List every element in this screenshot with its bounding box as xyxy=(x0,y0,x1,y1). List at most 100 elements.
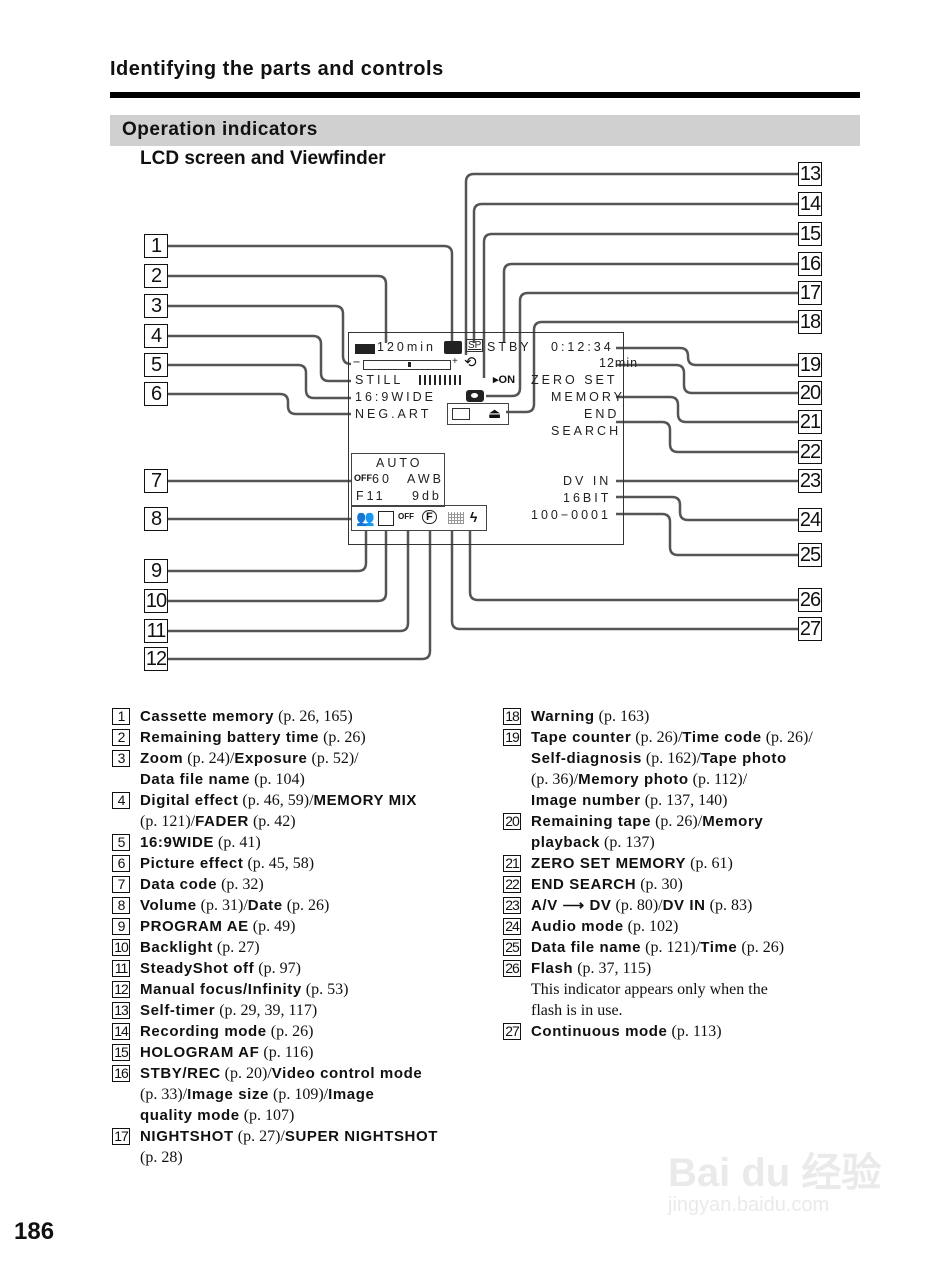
legend-term: Data file name xyxy=(140,771,251,788)
tape-warning-icon xyxy=(452,408,470,420)
callout-6: 6 xyxy=(144,382,168,406)
zero-set: ZERO SET xyxy=(531,373,618,387)
legend-term: Recording mode xyxy=(140,1023,267,1040)
leader-18 xyxy=(506,320,798,414)
legend-term: Exposure xyxy=(234,750,308,767)
legend-page-ref: (p. 163) xyxy=(594,708,650,725)
warning-box: ⏏ xyxy=(447,403,509,425)
legend-term: A/V ⟶ DV xyxy=(531,897,612,914)
legend-page-ref: (p. 37, 115) xyxy=(573,960,652,977)
legend-page-ref: (p. 26, 165) xyxy=(274,708,353,725)
callout-2: 2 xyxy=(144,264,168,288)
flash-icon: ϟ xyxy=(470,509,478,525)
callout-26: 26 xyxy=(798,588,822,612)
callout-17: 17 xyxy=(798,281,822,305)
legend-number-box: 12 xyxy=(112,981,130,998)
legend-page-ref: (p. 116) xyxy=(259,1044,314,1061)
legend-term: playback xyxy=(531,834,601,851)
data-code-auto: AUTO xyxy=(376,456,423,470)
legend-page-ref: (p. 26)/ xyxy=(651,813,703,830)
battery-time: 120min xyxy=(377,340,436,354)
cassette-memory-icon xyxy=(444,341,462,354)
leader-10 xyxy=(168,530,388,603)
legend-number-box: 27 xyxy=(503,1023,521,1040)
legend-term: Zoom xyxy=(140,750,184,767)
leader-26 xyxy=(468,530,798,602)
legend-page-ref: (p. 33)/ xyxy=(140,1086,188,1103)
leader-25 xyxy=(616,512,798,557)
callout-10: 10 xyxy=(144,589,168,613)
legend-number-box: 25 xyxy=(503,939,521,956)
callout-4: 4 xyxy=(144,324,168,348)
subsubsection-title: LCD screen and Viewfinder xyxy=(140,148,386,169)
legend-page-ref: (p. 53) xyxy=(301,981,349,998)
legend-term: MEMORY MIX xyxy=(313,792,418,809)
legend-number-box: 1 xyxy=(112,708,130,725)
legend-page-ref: (p. 20)/ xyxy=(220,1065,272,1082)
legend-number-box: 3 xyxy=(112,750,130,767)
leader-13 xyxy=(464,172,798,355)
leader-9 xyxy=(168,530,368,573)
leader-11 xyxy=(168,530,410,633)
legend-number-box: 26 xyxy=(503,960,521,977)
legend-term: Image size xyxy=(187,1086,269,1103)
legend-term: ZERO SET MEMORY xyxy=(531,855,687,872)
callout-5: 5 xyxy=(144,353,168,377)
continuous-mode-icon xyxy=(448,512,464,524)
legend-term: Remaining battery time xyxy=(140,729,320,746)
callout-18: 18 xyxy=(798,310,822,334)
leader-17 xyxy=(486,291,798,398)
legend-number-box: 6 xyxy=(112,855,130,872)
legend-term: Memory xyxy=(702,813,764,830)
recording-mode: SP xyxy=(466,339,484,352)
tape-counter: 0:12:34 xyxy=(551,340,614,354)
legend-page-ref: (p. 24)/ xyxy=(183,750,235,767)
legend-term: Image xyxy=(328,1086,375,1103)
leader-5 xyxy=(168,363,351,400)
legend-term: quality mode xyxy=(140,1107,240,1124)
legend-term: Remaining tape xyxy=(531,813,652,830)
callout-1: 1 xyxy=(144,234,168,258)
page-number: 186 xyxy=(14,1218,55,1245)
data-code-gain: 9db xyxy=(412,489,442,503)
legend-page-ref: (p. 113) xyxy=(667,1023,722,1040)
zoom-bar xyxy=(363,360,451,370)
watermark-url: jingyan.baidu.com xyxy=(668,1194,830,1216)
legend-number-box: 5 xyxy=(112,834,130,851)
legend-page-ref: (p. 31)/ xyxy=(196,897,248,914)
legend-term: Picture effect xyxy=(140,855,244,872)
legend-term: PROGRAM AE xyxy=(140,918,249,935)
legend-page-ref: (p. 45, 58) xyxy=(243,855,315,872)
legend-page-ref: (p. 162)/ xyxy=(641,750,702,767)
legend-number-box: 17 xyxy=(112,1128,130,1145)
legend-page-ref: (p. 28) xyxy=(140,1149,183,1166)
leader-21 xyxy=(616,395,798,424)
callout-22: 22 xyxy=(798,440,822,464)
lcd-screen: 120min SP STBY 0:12:34 − + ⟲ 12min STILL… xyxy=(348,332,637,545)
legend-term: Self-timer xyxy=(140,1002,216,1019)
leader-1 xyxy=(168,244,454,343)
legend-term: Self-diagnosis xyxy=(531,750,642,767)
hologram-af-icon: ▸ON xyxy=(493,374,516,386)
legend-page-ref: (p. 41) xyxy=(214,834,261,851)
legend-page-ref: (p. 49) xyxy=(248,918,296,935)
leader-24 xyxy=(616,495,798,522)
legend-term: Continuous mode xyxy=(531,1023,668,1040)
leader-6 xyxy=(168,392,351,416)
legend-page-ref: (p. 26) xyxy=(266,1023,314,1040)
data-code-aperture: F11 xyxy=(356,489,386,503)
legend-page-ref: (p. 36)/ xyxy=(531,771,579,788)
legend-number-box: 10 xyxy=(112,939,130,956)
subsection-bar: Operation indicators xyxy=(110,115,860,146)
hologram-af-on: ON xyxy=(498,374,516,386)
